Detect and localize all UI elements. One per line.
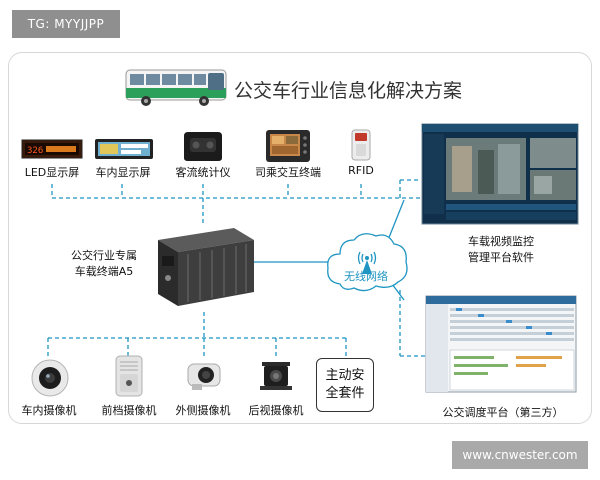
camera-label-side: 外侧摄像机 <box>175 404 231 417</box>
diagram-title: 公交车行业信息化解决方案 <box>234 80 463 102</box>
camera-label-front: 前档摄像机 <box>101 404 157 417</box>
active-safety-suite-line1: 主动安 <box>325 368 365 383</box>
led-display-text: 326 <box>27 146 43 156</box>
bus-illustration <box>125 69 227 106</box>
rfid-reader-icon <box>351 129 371 161</box>
video-platform-label-line2: 管理平台软件 <box>468 251 534 264</box>
vehicle-terminal-a5-icon <box>158 228 254 306</box>
terminal-label-line1: 公交行业专属 <box>71 249 137 262</box>
camera-label-interior: 车内摄像机 <box>21 404 77 417</box>
led-display-icon: 326 <box>21 139 83 159</box>
active-safety-suite-line2: 全套件 <box>325 386 365 401</box>
device-label-in-vehicle-screen: 车内显示屏 <box>95 166 151 179</box>
device-label-passenger-counter: 客流统计仪 <box>175 166 231 179</box>
corner-tag: TG: MYYJJPP <box>12 10 120 38</box>
antenna-icon <box>357 251 377 274</box>
front-windshield-camera-icon <box>115 355 143 397</box>
driver-terminal-icon <box>266 130 310 162</box>
camera-label-rear: 后视摄像机 <box>248 404 304 417</box>
rear-view-camera-icon <box>260 362 292 390</box>
side-camera-icon <box>187 363 221 390</box>
video-platform-screenshot <box>421 123 579 225</box>
wireless-network-label: 无线网络 <box>344 269 388 283</box>
terminal-label: 公交行业专属 车载终端A5 <box>54 248 154 280</box>
device-label-driver-terminal: 司乘交互终端 <box>255 166 321 179</box>
passenger-counter-icon <box>184 132 222 161</box>
device-label-led: LED显示屏 <box>24 166 80 179</box>
video-platform-label-line1: 车载视频监控 <box>468 235 534 248</box>
video-platform-label: 车载视频监控 管理平台软件 <box>446 234 556 266</box>
device-label-rfid: RFID <box>348 164 374 177</box>
terminal-label-line2: 车载终端A5 <box>74 265 134 278</box>
watermark: www.cnwester.com <box>452 441 588 469</box>
interior-camera-icon <box>31 359 69 397</box>
dispatch-platform-label: 公交调度平台（第三方） <box>442 406 564 419</box>
in-vehicle-screen-icon <box>95 139 153 159</box>
dispatch-platform-screenshot <box>425 295 577 393</box>
active-safety-suite-box: 主动安 全套件 <box>316 358 374 412</box>
